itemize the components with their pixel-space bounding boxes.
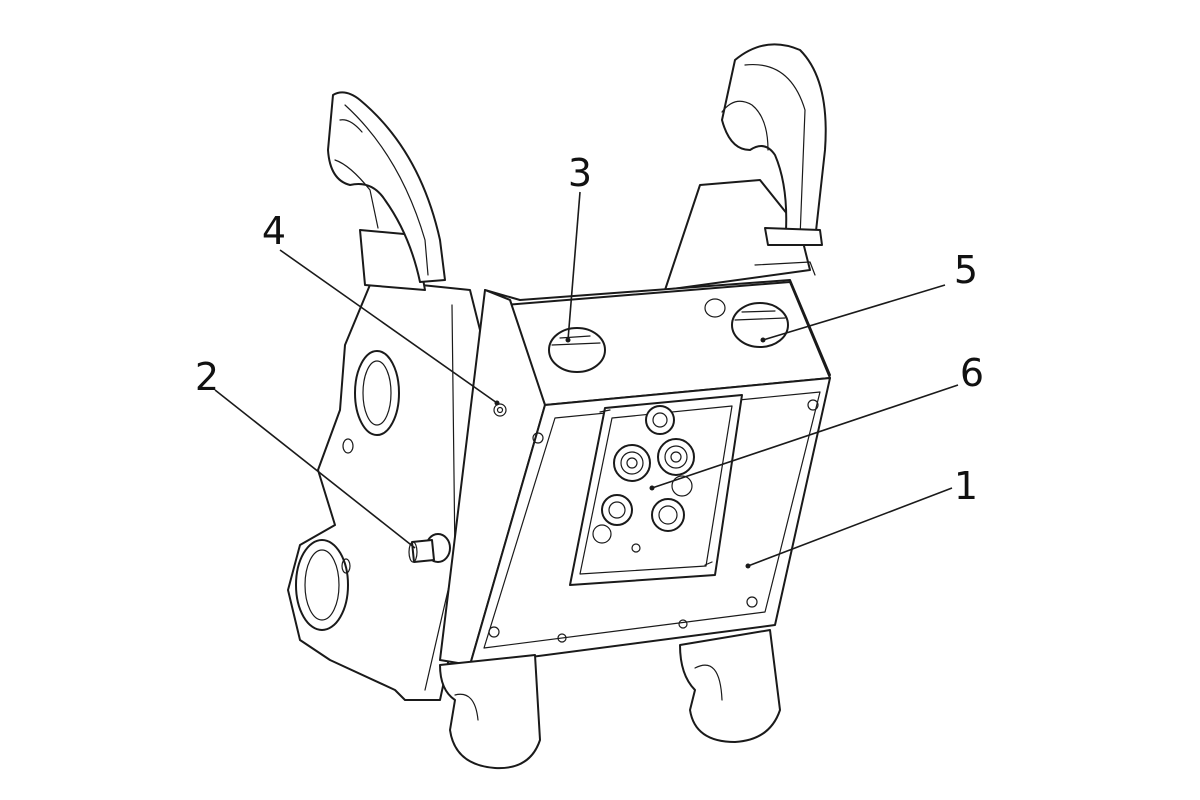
lower-lugs [439,629,781,770]
retaining-pin [408,533,451,563]
lower-pin-bore [295,539,349,631]
top-face [484,279,831,406]
callout-2: 2 [195,355,219,399]
left-side-plate [287,279,481,701]
callout-4: 4 [262,209,286,253]
port-3-cap [548,327,606,373]
left-hook [327,91,446,291]
leader-lines [214,191,959,569]
callout-6: 6 [960,351,984,395]
right-hook [664,43,827,291]
upper-pin-bore [354,350,400,436]
callout-5: 5 [954,248,978,292]
hydraulic-couplings [592,405,695,553]
coupling-window [569,394,743,586]
callout-1: 1 [954,464,978,508]
callout-3: 3 [568,151,592,195]
callout-labels: 3 4 2 5 6 1 [195,151,984,508]
port-5-cap [731,302,789,348]
